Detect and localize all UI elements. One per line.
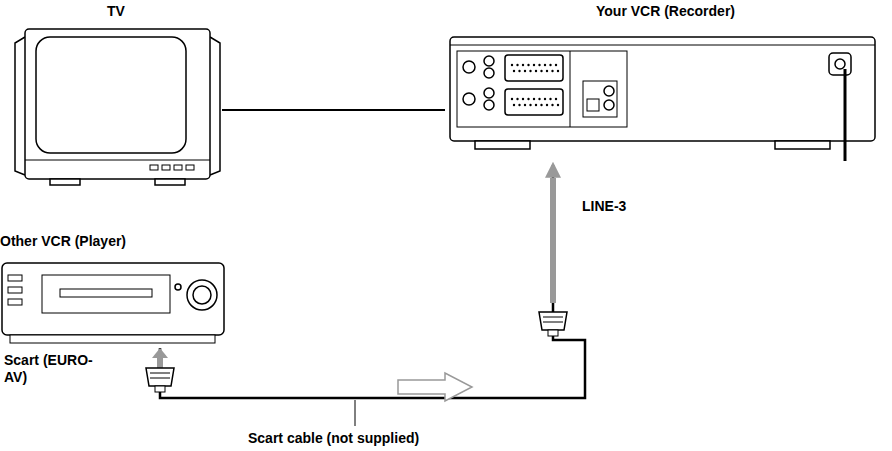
cable xyxy=(222,109,445,111)
player-base xyxy=(10,335,215,343)
socket-pin xyxy=(551,70,553,72)
plug-arrow xyxy=(550,178,556,303)
socket-pin xyxy=(513,104,515,106)
illustration xyxy=(10,3,222,193)
socket-pin xyxy=(522,98,524,100)
socket-pin xyxy=(518,104,520,106)
socket-pin xyxy=(511,64,513,66)
power-inlet xyxy=(829,53,851,75)
scart-plug xyxy=(539,312,567,336)
signal-flow-arrow xyxy=(398,373,472,401)
vcr-body xyxy=(450,37,875,141)
socket-pin xyxy=(551,104,553,106)
socket-pin xyxy=(549,98,551,100)
tv-button xyxy=(186,165,194,170)
tape-slot xyxy=(60,289,152,297)
jog-dial xyxy=(187,280,217,310)
socket-pin xyxy=(557,70,559,72)
player-button xyxy=(175,284,181,290)
scart-socket xyxy=(505,89,563,115)
player-button xyxy=(8,287,22,293)
player-vcr: Other VCR (Player) xyxy=(0,233,230,348)
socket-pin xyxy=(557,104,559,106)
socket-pin xyxy=(516,64,518,66)
tv-button xyxy=(162,165,170,170)
tv-side xyxy=(210,37,220,175)
socket-pin xyxy=(544,98,546,100)
jack xyxy=(484,56,494,66)
tv-button xyxy=(150,165,158,170)
tv-body xyxy=(25,29,210,179)
socket-pin xyxy=(535,70,537,72)
device-heading: Other VCR (Player) xyxy=(0,233,230,250)
jack xyxy=(484,88,494,98)
socket-pin xyxy=(513,70,515,72)
socket-pin xyxy=(546,70,548,72)
antenna-jack xyxy=(604,100,614,110)
jack xyxy=(484,100,494,110)
player-body xyxy=(2,263,224,335)
tv-screen xyxy=(36,37,186,153)
socket-pin xyxy=(538,64,540,66)
tv-panel-line xyxy=(25,160,210,161)
recorder-vcr: Your VCR (Recorder) xyxy=(445,3,885,163)
illustration xyxy=(445,3,885,163)
device-heading: Your VCR (Recorder) xyxy=(445,3,885,20)
socket-pin xyxy=(533,64,535,66)
jog-dial-inner xyxy=(193,286,211,304)
socket-pin xyxy=(538,98,540,100)
illustration xyxy=(0,233,230,348)
tv-foot xyxy=(155,179,185,185)
connector-name: LINE-3 xyxy=(582,198,626,215)
tv-side xyxy=(15,37,25,175)
device-heading: TV xyxy=(10,3,222,20)
tv-foot xyxy=(50,179,80,185)
player-button xyxy=(8,275,22,281)
vcr-top-edge xyxy=(450,45,875,46)
socket-pin xyxy=(540,70,542,72)
scart-socket xyxy=(505,55,563,81)
socket-pin xyxy=(522,64,524,66)
cassette-door xyxy=(42,275,170,313)
tv-set: TV xyxy=(10,3,222,193)
connector-name: Scart (EURO-AV) xyxy=(4,352,94,386)
socket-pin xyxy=(529,70,531,72)
socket-pin xyxy=(555,64,557,66)
socket-pin xyxy=(524,104,526,106)
scart-plug xyxy=(146,368,174,392)
power-cord xyxy=(844,69,847,161)
antenna-panel xyxy=(583,81,617,117)
plug-arrow-head xyxy=(152,348,168,358)
antenna-jack xyxy=(587,99,599,111)
socket-pin xyxy=(516,98,518,100)
socket-pin xyxy=(511,98,513,100)
socket-pin xyxy=(518,70,520,72)
jack xyxy=(463,93,475,105)
socket-pin xyxy=(540,104,542,106)
socket-pin xyxy=(524,70,526,72)
socket-pin xyxy=(527,98,529,100)
cable-label: Scart cable (not supplied) xyxy=(248,430,419,447)
socket-pin xyxy=(544,64,546,66)
tv-button xyxy=(174,165,182,170)
panel-divider xyxy=(570,51,571,127)
rear-panel xyxy=(457,51,627,127)
socket-pin xyxy=(535,104,537,106)
socket-pin xyxy=(529,104,531,106)
player-button xyxy=(8,299,22,305)
socket-pin xyxy=(533,98,535,100)
leader-line xyxy=(355,400,356,426)
antenna-jack xyxy=(604,86,614,96)
vcr-foot xyxy=(775,141,830,149)
power-plug xyxy=(835,59,845,69)
socket-pin xyxy=(549,64,551,66)
jack xyxy=(463,61,475,73)
jack xyxy=(484,68,494,78)
socket-pin xyxy=(555,98,557,100)
socket-pin xyxy=(527,64,529,66)
vcr-foot xyxy=(475,141,530,149)
socket-pin xyxy=(546,104,548,106)
